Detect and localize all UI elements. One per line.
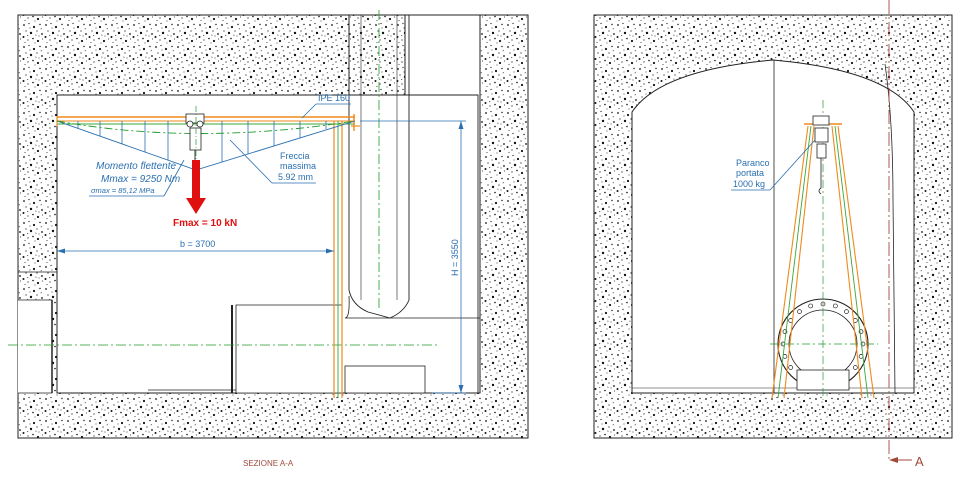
- hoist-label-line-2: portata: [736, 168, 764, 178]
- beam-label: IPE 160: [318, 93, 350, 103]
- flange-bolt: [797, 309, 802, 314]
- hoist-label-line-1: Paranco: [736, 158, 770, 168]
- gantry-crane: [56, 114, 360, 398]
- hoist-trolley: [185, 113, 205, 167]
- flange-bolt: [808, 303, 813, 309]
- right-section-view: Paranco portata 1000 kg A: [593, 0, 953, 469]
- right-concrete-frame: [593, 14, 953, 439]
- left-section-view: Fmax = 10 kN IPE 160 Momento flettente M…: [8, 10, 529, 468]
- deflection-line-1: Freccia: [280, 151, 310, 161]
- a-frame-gantry: [771, 123, 875, 399]
- moment-max-label: Mmax = 9250 Nm: [101, 174, 180, 185]
- left-floor-block: [344, 365, 426, 394]
- deflection-value: 5.92 mm: [278, 172, 313, 182]
- right-pipe-stub: [235, 304, 343, 394]
- flange-bolt: [853, 365, 858, 370]
- pipe-flange: [777, 298, 869, 391]
- right-hoist: [812, 115, 830, 195]
- section-marker-label: A: [915, 454, 924, 469]
- height-label: H = 3550: [450, 239, 460, 276]
- deflection-curve: [56, 120, 356, 134]
- span-dimension: [57, 248, 334, 254]
- flange-bolt: [844, 309, 849, 314]
- section-caption: SEZIONE A-A: [243, 459, 294, 468]
- deflection-line-2: massima: [280, 161, 316, 171]
- left-cavity-right-wall: [404, 15, 479, 393]
- left-shaft: [348, 15, 410, 319]
- flange-bolt: [833, 303, 838, 309]
- force-arrow: [186, 160, 206, 214]
- hoist-label-line-3: 1000 kg: [733, 179, 765, 189]
- span-label: b = 3700: [180, 239, 215, 249]
- moment-title: Momento flettente: [96, 161, 176, 172]
- left-pipe-stub: [18, 299, 53, 394]
- force-label: Fmax = 10 kN: [173, 218, 237, 229]
- height-dimension: [360, 120, 466, 394]
- flange-bolt: [788, 365, 793, 370]
- stress-max-label: σmax = 85,12 MPa: [91, 186, 155, 195]
